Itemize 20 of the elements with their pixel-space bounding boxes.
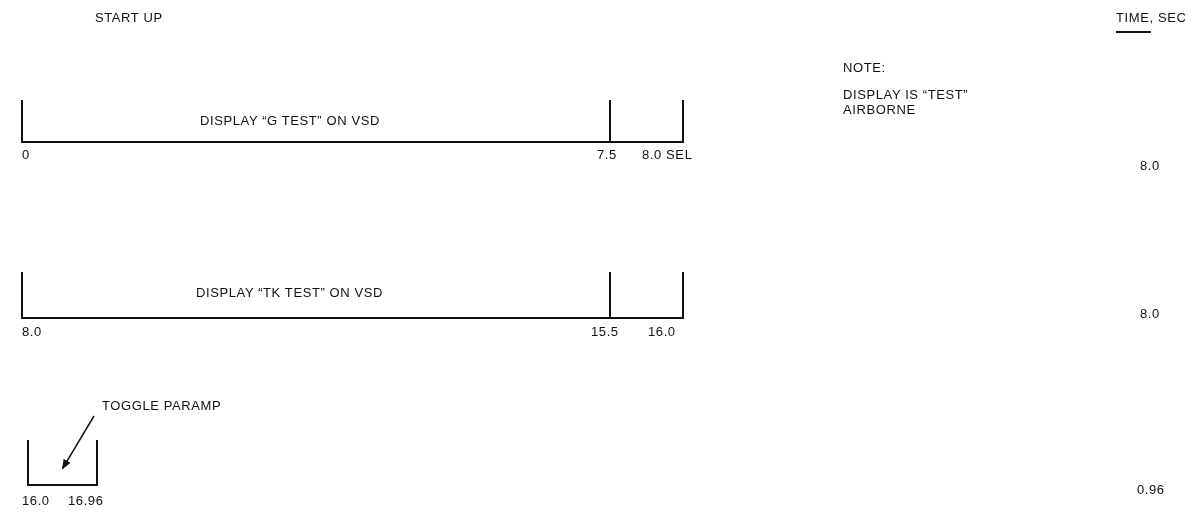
column-heading: TIME, SEC bbox=[1116, 10, 1187, 25]
tick-label: 15.5 bbox=[591, 324, 619, 339]
tick-label: 8.0 bbox=[22, 324, 42, 339]
tick-label: 0 bbox=[22, 147, 30, 162]
duration-value: 8.0 bbox=[1140, 306, 1160, 321]
tick-label: 16.96 bbox=[68, 493, 104, 508]
duration-value: 0.96 bbox=[1137, 482, 1165, 497]
tick-label: 16.0 bbox=[648, 324, 676, 339]
duration-value: 8.0 bbox=[1140, 158, 1160, 173]
tick-label: 7.5 bbox=[597, 147, 617, 162]
leader-line bbox=[61, 415, 95, 470]
note-heading: NOTE: bbox=[843, 60, 886, 75]
interval-label: DISPLAY “G TEST” ON VSD bbox=[200, 113, 380, 128]
tick-label: 16.0 bbox=[22, 493, 50, 508]
interval-label: DISPLAY “TK TEST” ON VSD bbox=[196, 285, 384, 300]
tick-label: 8.0 SEL bbox=[642, 147, 693, 162]
callout-text: TOGGLE PARAMP bbox=[102, 398, 222, 413]
heading-text: START UP bbox=[95, 10, 163, 25]
note-text: DISPLAY IS “TEST” AIRBORNE bbox=[843, 87, 970, 117]
timing-bracket bbox=[27, 440, 98, 486]
